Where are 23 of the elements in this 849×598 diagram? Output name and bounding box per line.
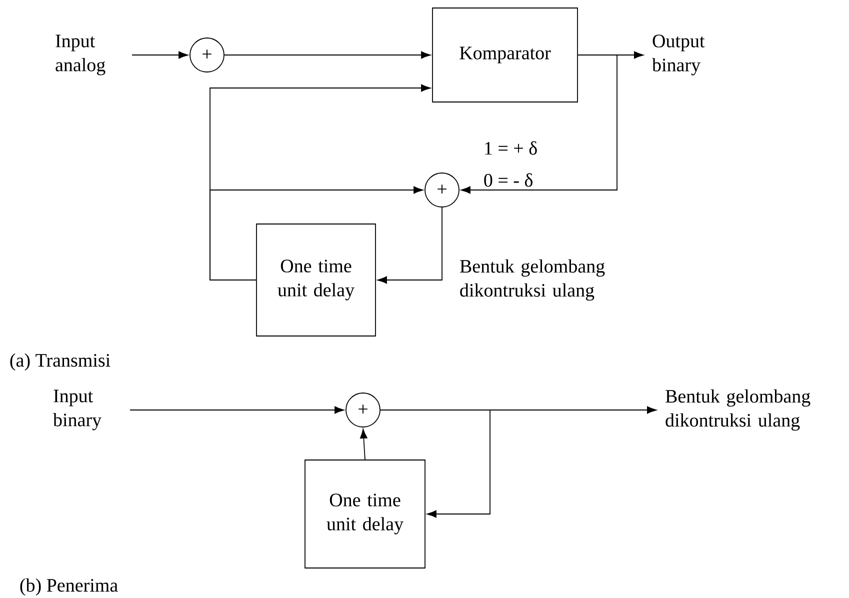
signal-label: Bentuk gelombang dikontruksi ulang	[460, 259, 605, 301]
arrow	[377, 207, 442, 284]
arrow	[130, 406, 344, 414]
panel-caption: (a) Transmisi	[10, 353, 110, 371]
summing-junction: +	[424, 172, 460, 208]
signal-label: Output binary	[652, 34, 705, 76]
block-box: One time unit delay	[304, 460, 426, 568]
block-box: Komparator	[432, 8, 578, 102]
signal-value-label: 1 = + δ	[485, 141, 537, 155]
panel-caption: (b) Penerima	[20, 578, 118, 596]
arrow	[460, 54, 618, 194]
block-box: One time unit delay	[256, 224, 376, 336]
signal-value-label: 0 = - δ	[484, 173, 532, 187]
arrow	[360, 428, 368, 460]
signal-label: Bentuk gelombang dikontruksi ulang	[666, 389, 810, 431]
summing-junction: +	[190, 38, 224, 72]
signal-label: Input analog	[56, 34, 106, 76]
arrow	[224, 51, 431, 59]
signal-label: Input binary	[53, 390, 102, 430]
arrow	[380, 410, 490, 518]
arrow	[210, 186, 424, 280]
arrow	[132, 51, 188, 59]
summing-junction: +	[346, 392, 380, 428]
